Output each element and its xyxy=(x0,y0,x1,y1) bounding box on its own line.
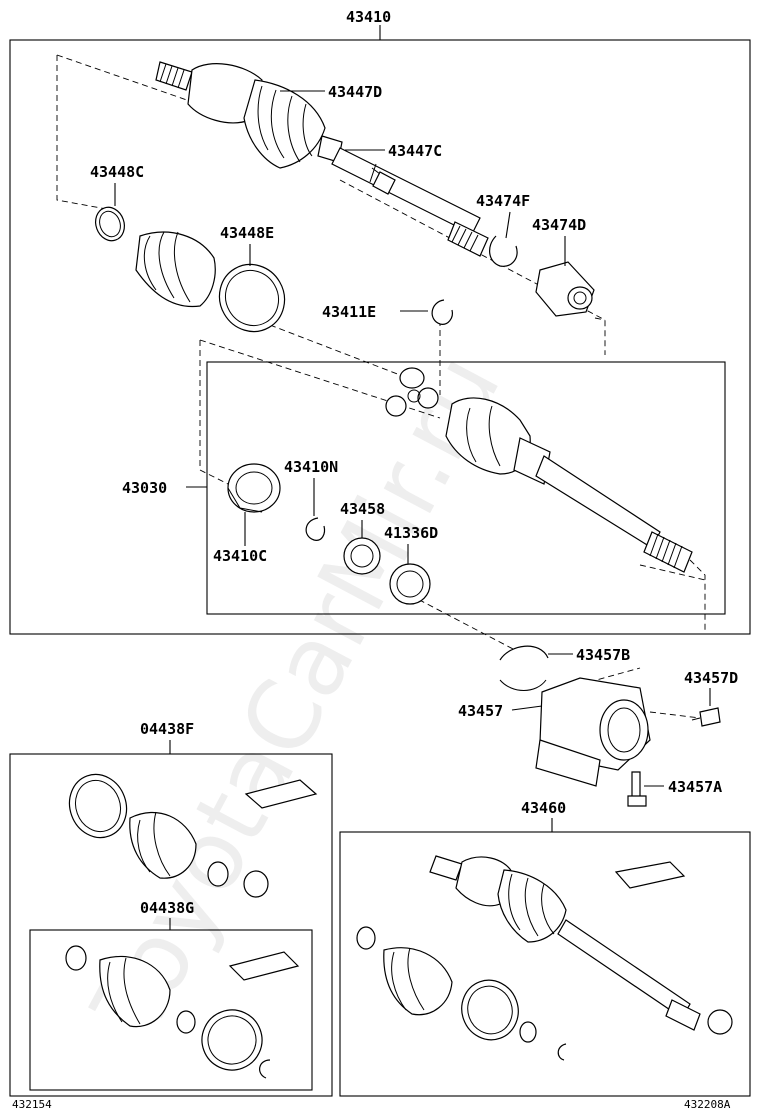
label-43030[interactable]: 43030 xyxy=(122,479,167,497)
bracket-43457-drawing xyxy=(535,677,651,787)
snap-ring-43410n-drawing xyxy=(305,517,326,541)
label-43410n[interactable]: 43410N xyxy=(284,458,338,476)
label-43410[interactable]: 43410 xyxy=(346,8,391,26)
footer-left-code: 432154 xyxy=(12,1098,52,1111)
band-43457b-drawing xyxy=(499,645,549,661)
bolt-43457d-drawing xyxy=(691,707,721,727)
label-43448c[interactable]: 43448C xyxy=(90,163,144,181)
boot-kit-frame-04438f xyxy=(9,753,333,1097)
label-43411e[interactable]: 43411E xyxy=(322,303,376,321)
label-43410c[interactable]: 43410C xyxy=(213,547,267,565)
footer-right-code: 432208A xyxy=(684,1098,731,1111)
label-43457[interactable]: 43457 xyxy=(458,702,503,720)
inner-joint-drawing xyxy=(445,397,693,573)
outer-cv-joint-drawing xyxy=(155,61,489,257)
snap-ring-43411e-drawing xyxy=(431,299,453,325)
label-43458[interactable]: 43458 xyxy=(340,500,385,518)
boot-kit-frame-04438g xyxy=(29,929,313,1091)
boot-kit-f-drawing xyxy=(68,773,318,898)
seal-41336d-drawing xyxy=(389,563,431,605)
boot-kit-g-drawing xyxy=(65,945,300,1079)
label-43447d[interactable]: 43447D xyxy=(328,83,382,101)
bearing-43410c-drawing xyxy=(227,463,281,513)
tripod-drawing xyxy=(385,367,439,417)
label-43457a[interactable]: 43457A xyxy=(668,778,722,796)
label-43448e[interactable]: 43448E xyxy=(220,224,274,242)
label-41336d[interactable]: 41336D xyxy=(384,524,438,542)
inner-joint-frame-43030 xyxy=(206,361,726,615)
label-43457b[interactable]: 43457B xyxy=(576,646,630,664)
damper-43474d-drawing xyxy=(535,261,595,317)
clip-43474f-drawing xyxy=(489,235,518,267)
label-04438g[interactable]: 04438G xyxy=(140,899,194,917)
label-43460[interactable]: 43460 xyxy=(521,799,566,817)
label-43457d[interactable]: 43457D xyxy=(684,669,738,687)
seal-43458-drawing xyxy=(343,537,381,575)
outer-boot-drawing xyxy=(135,231,216,308)
label-43474f[interactable]: 43474F xyxy=(476,192,530,210)
label-43447c[interactable]: 43447C xyxy=(388,142,442,160)
shaft-assembly-frame-43460 xyxy=(339,831,751,1097)
clamp-43448c-drawing xyxy=(95,206,125,242)
label-43474d[interactable]: 43474D xyxy=(532,216,586,234)
clamp-43448e-drawing xyxy=(218,263,286,333)
shaft-assembly-drawing xyxy=(356,855,733,1061)
label-04438f[interactable]: 04438F xyxy=(140,720,194,738)
bolt-43457a-drawing xyxy=(627,771,647,807)
